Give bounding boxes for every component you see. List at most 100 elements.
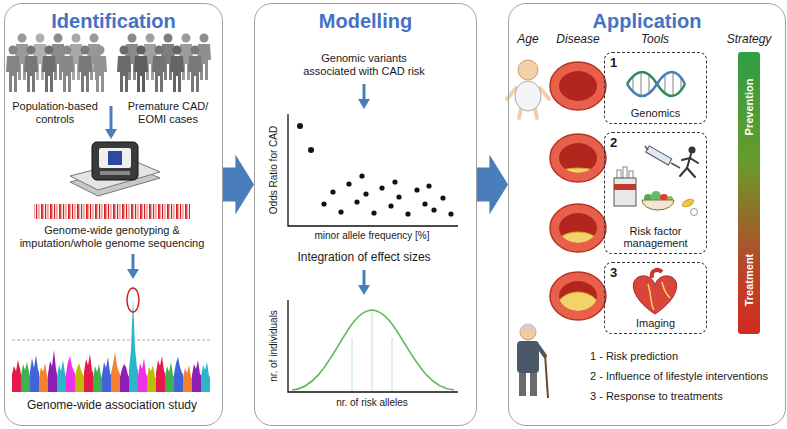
case-people bbox=[117, 34, 211, 93]
distribution-plot bbox=[292, 310, 454, 390]
manhattan-plot bbox=[66, 356, 75, 392]
tool-name: Genomics bbox=[607, 107, 704, 120]
heart-icon bbox=[633, 276, 676, 314]
tool-name: Imaging bbox=[607, 317, 704, 330]
scatter-plot bbox=[388, 203, 393, 208]
genotyping-chip bbox=[70, 142, 160, 196]
step-caption: Genome-wide genotyping & imputation/whol… bbox=[7, 224, 217, 250]
artery-stage bbox=[556, 168, 600, 182]
stage-panel: Identification bbox=[4, 3, 223, 426]
control-people bbox=[42, 46, 56, 93]
lifestyle-icons bbox=[614, 146, 698, 216]
artery-stage bbox=[556, 232, 600, 258]
artery-stage bbox=[550, 62, 606, 110]
scatter-plot bbox=[359, 173, 364, 178]
group-caption: Population-based controls bbox=[6, 100, 104, 126]
flow-arrow bbox=[358, 285, 370, 295]
scatter-plot bbox=[405, 211, 410, 216]
lifestyle-icons bbox=[691, 209, 698, 216]
flow-arrow bbox=[127, 254, 139, 279]
scatter-plot bbox=[338, 209, 343, 214]
artery-stage bbox=[550, 134, 606, 182]
stage-panel: Application1Genomics2Risk factor managem… bbox=[508, 3, 786, 426]
manhattan-plot bbox=[120, 364, 129, 392]
group-caption: Premature CAD/ EOMI cases bbox=[120, 100, 216, 126]
artery-stage bbox=[550, 204, 606, 258]
scatter-plot bbox=[297, 123, 454, 217]
case-people bbox=[170, 46, 184, 93]
manhattan-plot bbox=[165, 362, 174, 392]
strategy-end: Treatment bbox=[743, 254, 755, 307]
list-item: 2 - Influence of lifestyle interventions bbox=[590, 370, 780, 383]
axis-label: Odds Ratio for CAD bbox=[268, 126, 280, 214]
artery-stage bbox=[550, 62, 606, 110]
axis-label: minor allele frequency [%] bbox=[287, 230, 457, 242]
control-people bbox=[60, 46, 74, 93]
control-people bbox=[24, 46, 38, 93]
tool-box: 1Genomics bbox=[604, 52, 707, 124]
step-caption: Genome-wide association study bbox=[7, 398, 217, 412]
flow-arrow bbox=[110, 106, 113, 130]
flow-arrow bbox=[223, 155, 254, 215]
scatter-plot bbox=[440, 195, 445, 200]
step-caption: Genomic variants associated with CAD ris… bbox=[298, 52, 430, 78]
scatter-plot bbox=[422, 201, 427, 206]
artery-stage bbox=[550, 134, 606, 182]
elderly-figure bbox=[538, 346, 545, 356]
scatter-plot bbox=[414, 187, 419, 192]
baby-figure bbox=[515, 81, 541, 111]
case-people bbox=[152, 46, 166, 93]
case-people bbox=[117, 46, 131, 93]
strategy-bar: PreventionTreatment bbox=[738, 52, 760, 334]
dna-icon bbox=[627, 72, 685, 96]
manhattan-plot bbox=[39, 363, 48, 392]
genotype-barcode bbox=[34, 204, 190, 219]
manhattan-plot bbox=[156, 356, 165, 392]
case-people bbox=[134, 46, 148, 93]
manhattan-plot bbox=[93, 364, 102, 392]
dna-icon bbox=[627, 72, 685, 96]
scatter-plot bbox=[396, 194, 401, 199]
lifestyle-icons bbox=[689, 147, 696, 154]
flow-arrow bbox=[363, 270, 366, 286]
panel-heading: Application bbox=[509, 10, 785, 33]
column-header: Tools bbox=[625, 32, 685, 46]
distribution-plot bbox=[288, 300, 458, 392]
list-item: 3 - Response to treatments bbox=[590, 390, 780, 403]
elderly-figure bbox=[517, 341, 539, 373]
column-header: Disease bbox=[548, 32, 608, 46]
flow-arrow bbox=[127, 269, 139, 279]
lifestyle-icons bbox=[614, 184, 636, 190]
step-caption: Integration of effect sizes bbox=[264, 250, 464, 264]
genotyping-chip bbox=[92, 142, 138, 180]
flow-arrow bbox=[132, 254, 135, 270]
lifestyle-icons bbox=[614, 178, 636, 206]
lifestyle-icons bbox=[642, 200, 674, 210]
lifestyle-icons bbox=[646, 146, 672, 165]
elderly-figure bbox=[530, 370, 537, 396]
elderly-figure bbox=[520, 324, 536, 340]
flow-arrow bbox=[105, 106, 117, 139]
manhattan-plot bbox=[111, 352, 120, 392]
scatter-plot bbox=[363, 191, 368, 196]
callout-number: 1 bbox=[610, 55, 617, 70]
lifestyle-icons bbox=[680, 154, 698, 177]
heart-icon bbox=[652, 270, 662, 278]
manhattan-plot bbox=[201, 362, 210, 392]
scatter-plot bbox=[354, 199, 359, 204]
manhattan-plot bbox=[192, 360, 201, 392]
manhattan-plot bbox=[21, 362, 30, 392]
baby-figure bbox=[507, 60, 549, 118]
scatter-plot bbox=[392, 179, 397, 184]
manhattan-plot bbox=[57, 360, 66, 392]
column-header: Strategy bbox=[719, 32, 779, 46]
artery-stage bbox=[550, 272, 606, 336]
tool-name: Risk factor management bbox=[607, 225, 704, 250]
manhattan-plot bbox=[75, 363, 84, 392]
flow-arrow bbox=[477, 155, 508, 215]
scatter-plot bbox=[330, 189, 335, 194]
manhattan-plot bbox=[138, 358, 147, 392]
manhattan-plot bbox=[174, 357, 183, 392]
